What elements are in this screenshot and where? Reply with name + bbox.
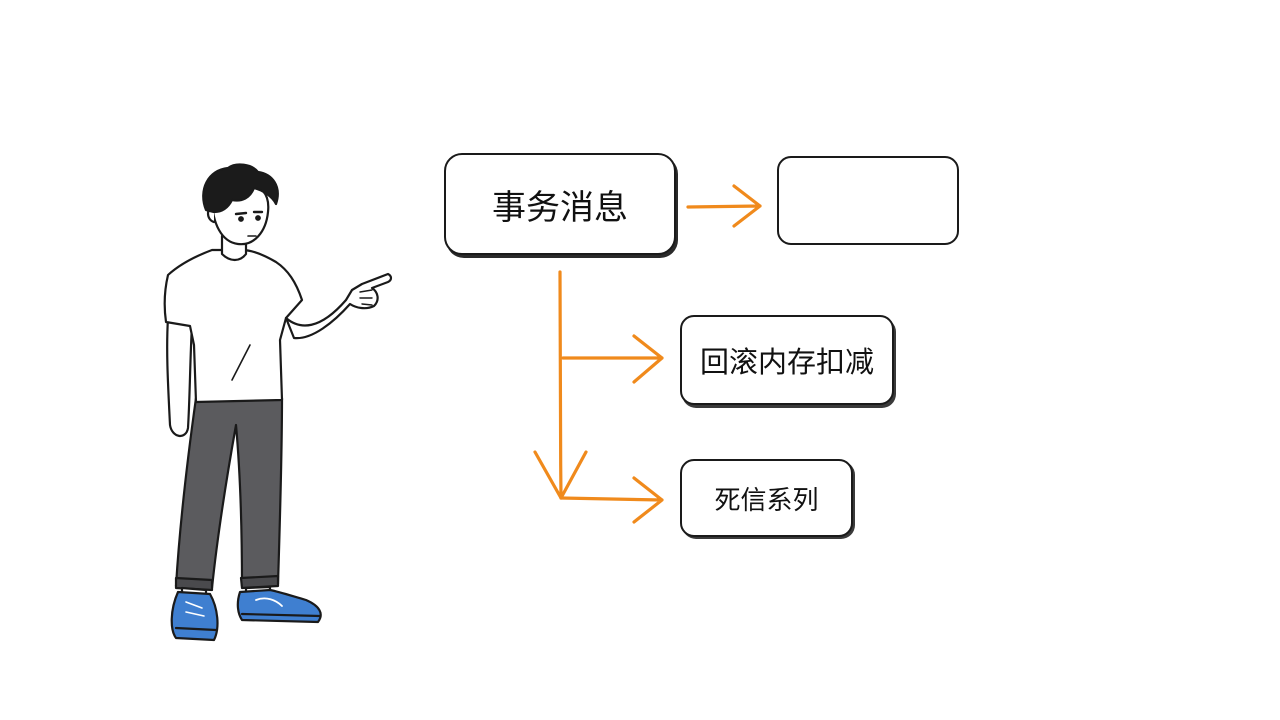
- node-rollback-memory-deduction: 回滚内存扣减: [680, 315, 894, 405]
- node-rollback-label: 回滚内存扣减: [699, 345, 874, 379]
- arrow-trunk-vertical: [558, 270, 563, 500]
- node-transaction-message-label: 事务消息: [492, 187, 628, 228]
- node-transaction-message: 事务消息: [444, 153, 676, 255]
- arrow-main-to-rollback: [561, 334, 664, 384]
- node-empty-box: [777, 156, 959, 245]
- arrow-main-to-empty: [686, 184, 762, 228]
- node-dead-letter-label: 死信系列: [714, 485, 819, 516]
- node-dead-letter: 死信系列: [680, 459, 853, 537]
- arrow-main-to-dlq: [559, 476, 664, 524]
